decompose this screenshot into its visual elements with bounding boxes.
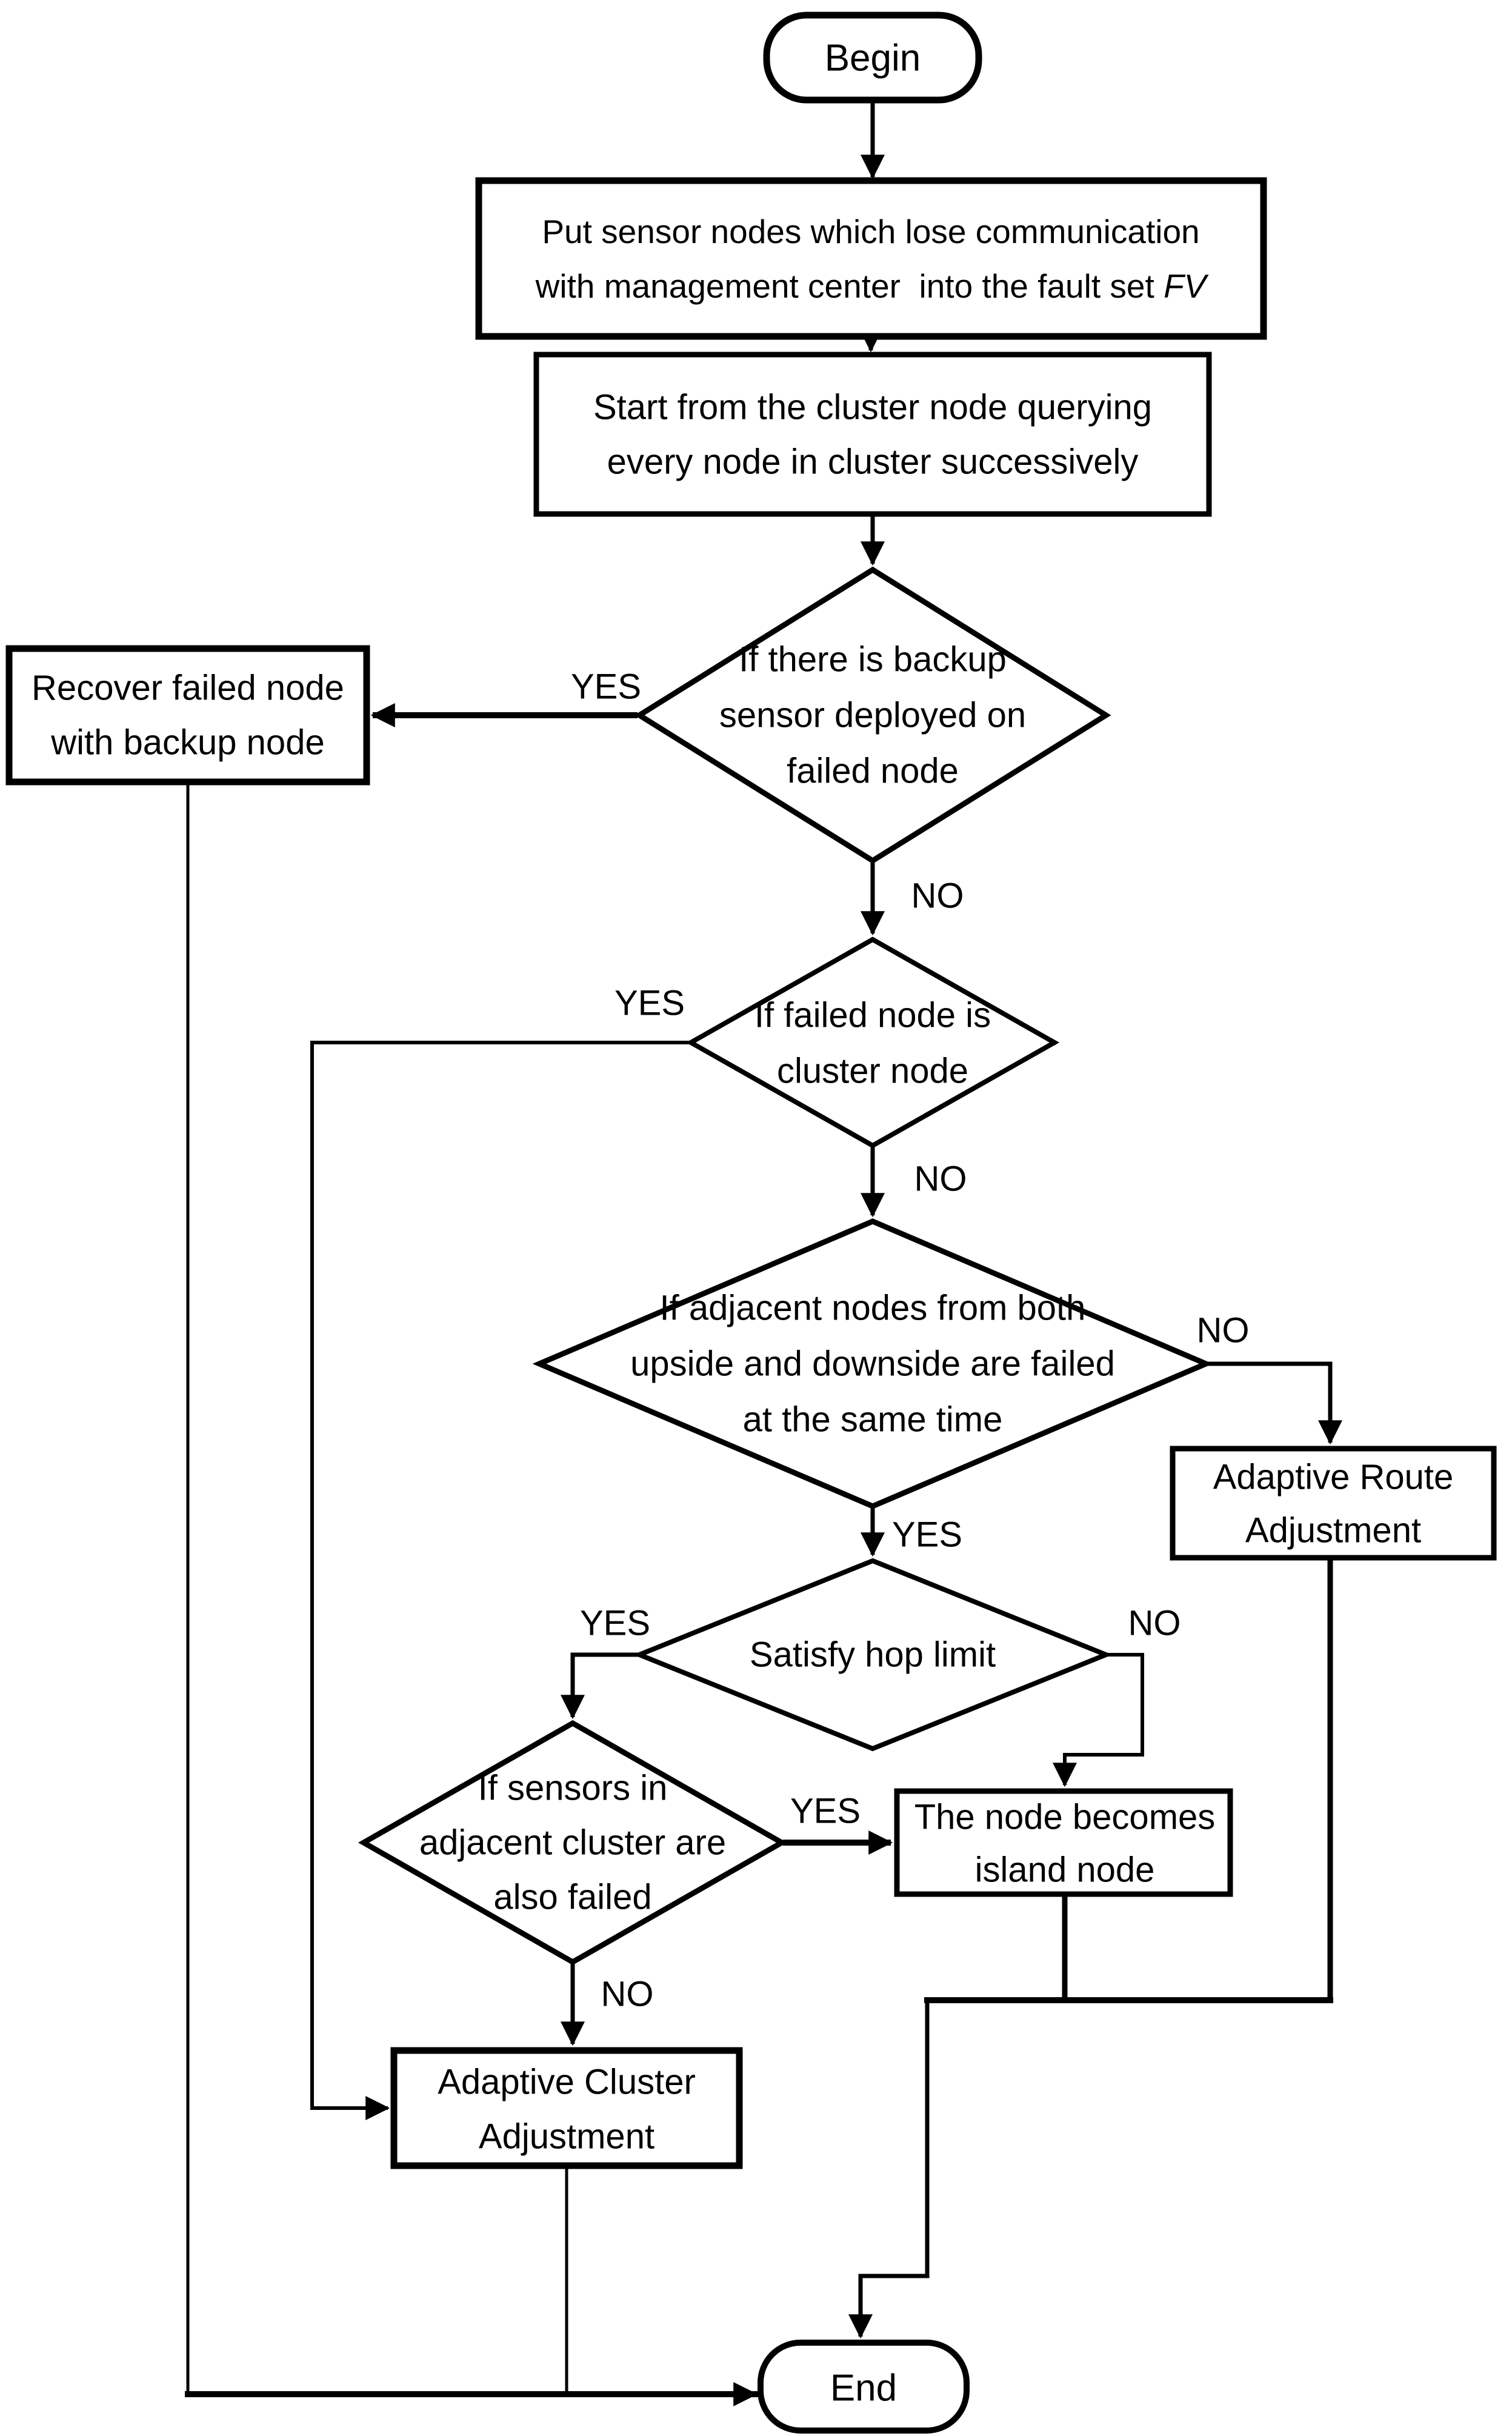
backup-sensor-line3: failed node [787, 752, 959, 791]
label-cluster-node-yes: YES [614, 984, 685, 1023]
recover-failed-line1: Recover failed node [32, 669, 344, 708]
terminator-end [758, 2340, 970, 2434]
adjacent-nodes-line2: upside and downside are failed [630, 1344, 1115, 1384]
process-recover-failed [5, 645, 370, 786]
start-query-line2: every node in cluster successively [607, 442, 1139, 482]
process-route-adjust [1170, 1446, 1497, 1561]
label-hop-limit-no: NO [1128, 1604, 1181, 1643]
adjacent-cluster-line3: also failed [493, 1878, 651, 1917]
process-island-node [894, 1788, 1233, 1897]
terminator-begin [763, 12, 982, 104]
island-node-line2: island node [975, 1850, 1155, 1890]
process-start-query [533, 352, 1212, 517]
end-label: End [830, 2368, 897, 2409]
arrow-hop-limit-yes-to-adjacent-cluster [561, 1652, 638, 1720]
adjacent-cluster-line1: If sensors in [478, 1769, 668, 1808]
label-adjacent-nodes-no: NO [1197, 1311, 1250, 1350]
cluster-node-line1: If failed node is [754, 996, 991, 1035]
route-adjust-line2: Adjustment [1245, 1511, 1421, 1550]
put-fault-set-line2: with management center into the fault se… [535, 267, 1209, 305]
arrow-merged-to-end [848, 2000, 930, 2339]
decision-cluster-node [685, 936, 1060, 1149]
backup-sensor-line1: If there is backup [739, 640, 1007, 679]
label-cluster-node-no: NO [914, 1160, 967, 1199]
cluster-node-line2: cluster node [777, 1052, 968, 1091]
label-hop-limit-yes: YES [580, 1604, 650, 1643]
decision-hop-limit [633, 1558, 1113, 1752]
adjacent-nodes-line3: at the same time [743, 1400, 1003, 1440]
route-adjust-line1: Adaptive Route [1213, 1458, 1454, 1497]
arrow-cluster-node-yes-to-cluster-adjust [310, 1041, 689, 2120]
process-cluster-adjust [390, 2047, 743, 2169]
arrow-adjacent-nodes-no-to-route-adjust [1204, 1361, 1342, 1445]
label-adjacent-cluster-yes: YES [790, 1792, 861, 1831]
put-fault-set-line1: Put sensor nodes which lose communicatio… [542, 213, 1199, 250]
begin-label: Begin [825, 38, 921, 79]
put-fault-set-fv: FV [1164, 267, 1209, 305]
label-adjacent-nodes-yes: YES [892, 1515, 962, 1555]
put-fault-set-line2-text: with management center into the fault se… [535, 267, 1164, 305]
arrow-hop-limit-no-to-island-node [1053, 1653, 1144, 1787]
cluster-adjust-line1: Adaptive Cluster [438, 2063, 696, 2102]
label-backup-sensor-yes: YES [571, 667, 641, 707]
backup-sensor-line2: sensor deployed on [719, 696, 1026, 735]
decision-adjacent-nodes [532, 1218, 1213, 1509]
label-adjacent-cluster-no: NO [601, 1975, 654, 2014]
process-put-fault-set [475, 177, 1267, 340]
recover-failed-line2: with backup node [50, 723, 324, 763]
island-node-line1: The node becomes [914, 1798, 1216, 1837]
adjacent-cluster-line2: adjacent cluster are [419, 1823, 726, 1863]
start-query-line1: Start from the cluster node querying [593, 388, 1152, 427]
cluster-adjust-line2: Adjustment [479, 2117, 654, 2157]
label-backup-sensor-no: NO [911, 876, 964, 916]
adjacent-nodes-line1: If adjacent nodes from both [660, 1289, 1086, 1328]
decision-adjacent-cluster [358, 1720, 788, 1966]
decision-backup-sensor [634, 566, 1111, 864]
hop-limit-line1: Satisfy hop limit [750, 1635, 996, 1675]
